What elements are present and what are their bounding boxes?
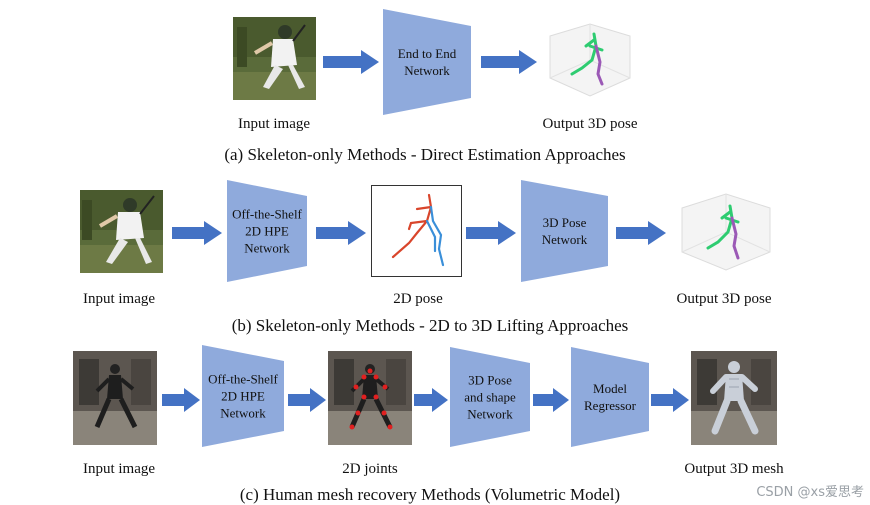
network-line: Network bbox=[220, 405, 266, 421]
input-label-c: Input image bbox=[82, 461, 156, 477]
arrow-a1 bbox=[323, 50, 379, 74]
arrow-b2 bbox=[316, 221, 366, 245]
network-line: Network bbox=[244, 240, 290, 256]
output-3d-mesh-image bbox=[691, 351, 777, 445]
arrow-c4 bbox=[533, 388, 569, 412]
caption-b: (b) Skeleton-only Methods - 2D to 3D Lif… bbox=[231, 316, 629, 335]
input-label-b: Input image bbox=[82, 291, 156, 307]
output-label-a: Output 3D pose bbox=[542, 116, 638, 132]
input-image-c bbox=[73, 351, 157, 445]
network-line: 2D HPE bbox=[245, 223, 289, 239]
input-image-a bbox=[233, 17, 316, 100]
network-line: Off-the-Shelf bbox=[208, 371, 278, 387]
network-line: 3D Pose bbox=[542, 215, 587, 230]
arrow-b3 bbox=[466, 221, 516, 245]
arrow-b1 bbox=[172, 221, 222, 245]
input-label-a: Input image bbox=[237, 116, 311, 132]
network-line: and shape bbox=[464, 389, 516, 405]
network-line: 2D HPE bbox=[221, 388, 265, 404]
output-3d-pose-a bbox=[549, 23, 631, 97]
caption-c: (c) Human mesh recovery Methods (Volumet… bbox=[239, 485, 621, 504]
network-line: End to End bbox=[397, 46, 457, 61]
3d-pose-and-shape-network-block: 3D Pose and shape Network bbox=[450, 347, 530, 447]
network-line: Network bbox=[541, 232, 588, 247]
caption-a: (a) Skeleton-only Methods - Direct Estim… bbox=[224, 145, 626, 164]
2d-joints-label: 2D joints bbox=[342, 461, 398, 477]
off-the-shelf-2d-hpe-network-block-c: Off-the-Shelf 2D HPE Network bbox=[202, 345, 284, 447]
network-line: Model bbox=[593, 381, 627, 396]
arrow-c2 bbox=[288, 388, 326, 412]
arrow-c3 bbox=[414, 388, 448, 412]
2d-joints-image bbox=[328, 351, 412, 445]
output-3d-pose-b bbox=[681, 193, 771, 271]
network-line: 3D Pose bbox=[468, 372, 512, 388]
network-line: Network bbox=[404, 63, 450, 78]
output-label-b: Output 3D pose bbox=[676, 291, 772, 307]
arrow-c1 bbox=[162, 388, 200, 412]
network-line: Off-the-Shelf bbox=[232, 206, 302, 222]
input-image-b bbox=[80, 190, 163, 273]
output-mesh-label: Output 3D mesh bbox=[684, 461, 784, 477]
network-line: Regressor bbox=[584, 398, 636, 413]
network-line: Network bbox=[467, 406, 513, 422]
2d-pose-label: 2D pose bbox=[393, 291, 443, 307]
model-regressor-block: Model Regressor bbox=[571, 347, 649, 447]
arrow-c5 bbox=[651, 388, 689, 412]
arrow-b4 bbox=[616, 221, 666, 245]
arrow-a2 bbox=[481, 50, 537, 74]
watermark: CSDN @xs爱思考 bbox=[756, 485, 864, 500]
2d-pose-image bbox=[371, 185, 462, 277]
off-the-shelf-2d-hpe-network-block: Off-the-Shelf 2D HPE Network bbox=[227, 180, 307, 282]
end-to-end-network-block: End to End Network bbox=[383, 9, 471, 115]
3d-pose-network-block: 3D Pose Network bbox=[521, 180, 608, 282]
